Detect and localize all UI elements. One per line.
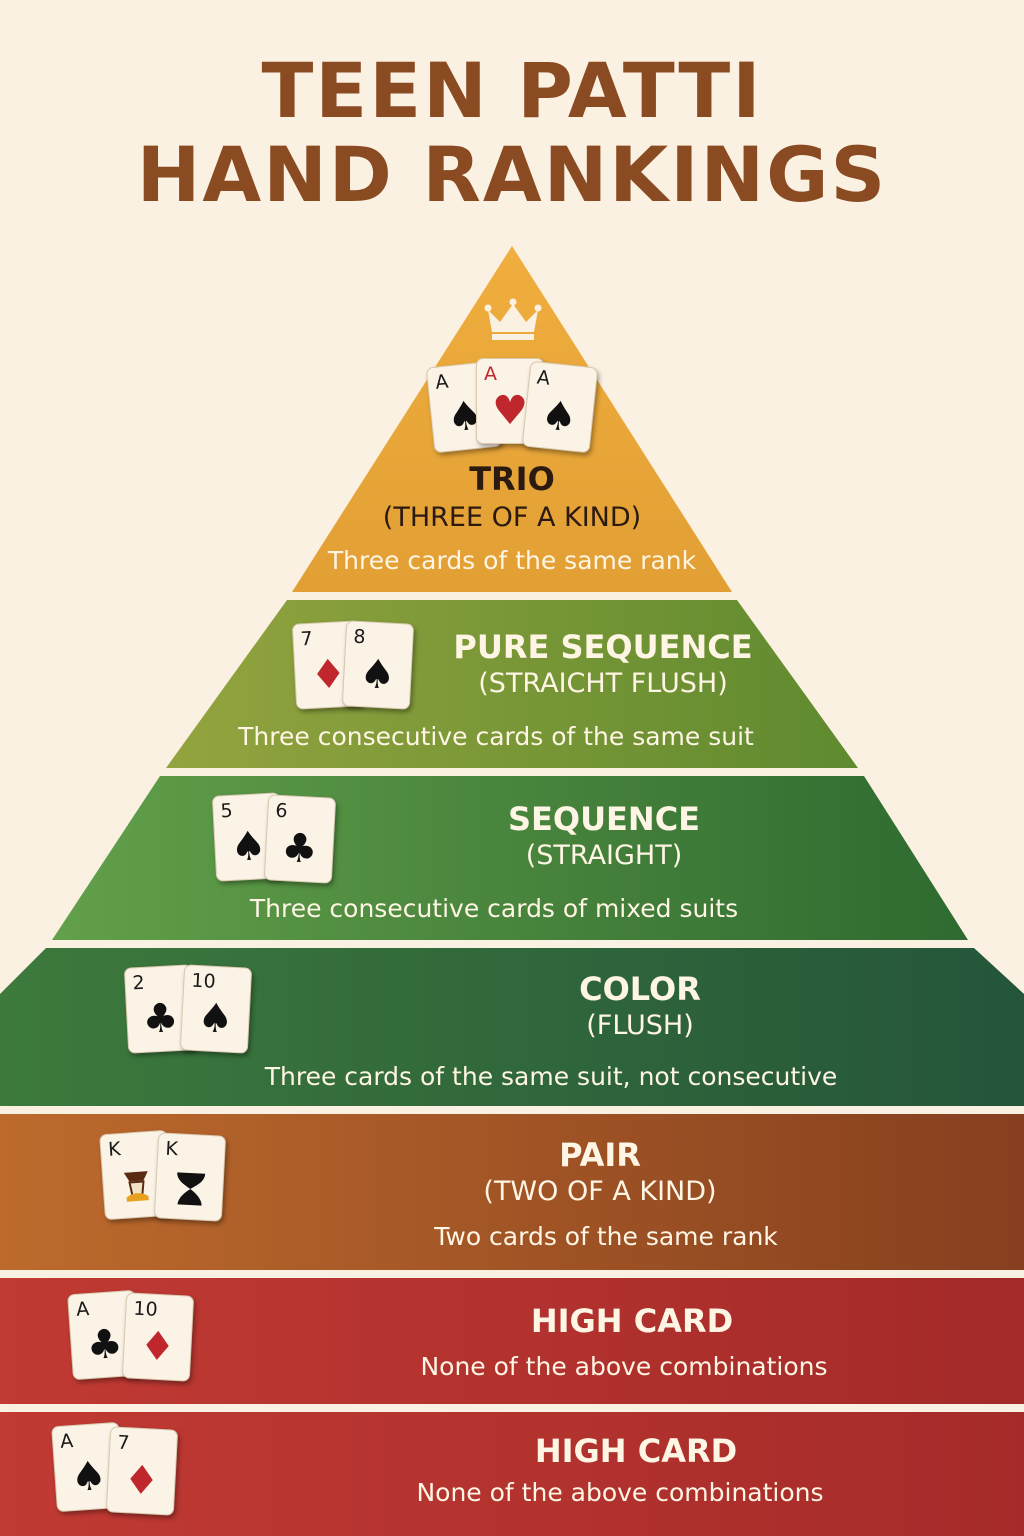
- spade-icon: ♠: [538, 392, 580, 442]
- card-rank: A: [484, 363, 497, 385]
- tier-description: None of the above combinations: [416, 1478, 824, 1507]
- tier-alt-name: (TWO OF A KIND): [483, 1176, 717, 1207]
- card-rank: 6: [274, 799, 289, 823]
- tier-description: None of the above combinations: [420, 1352, 828, 1381]
- tier-description: Three consecutive cards of the same suit: [238, 722, 754, 751]
- card: 10 ♦: [121, 1292, 195, 1382]
- card-rank: 7: [116, 1431, 131, 1455]
- tier-description: Three cards of the same rank: [327, 546, 697, 575]
- tier-alt-name: (THREE OF A KIND): [382, 502, 642, 533]
- tier-name: HIGH CARD: [534, 1432, 738, 1470]
- diamond-icon: ♦: [122, 1457, 161, 1505]
- spade-icon: ♠: [358, 651, 397, 699]
- tier-description: Three cards of the same suit, not consec…: [264, 1062, 838, 1091]
- tier-name: PURE SEQUENCE: [453, 628, 753, 666]
- diamond-icon: ♦: [138, 1323, 177, 1371]
- tier-name: TRIO: [469, 460, 555, 498]
- card-rank: 7: [300, 627, 314, 651]
- tier-name: SEQUENCE: [507, 800, 701, 838]
- card: 6 ♣: [263, 794, 337, 884]
- card-rank: A: [75, 1297, 90, 1321]
- title-line-1: TEEN PATTI: [261, 46, 763, 135]
- club-icon: ♣: [280, 825, 319, 873]
- tier-description: Three consecutive cards of mixed suits: [249, 894, 739, 923]
- tier-band-color: [0, 948, 1024, 1106]
- card-rank: A: [434, 370, 450, 394]
- card-rank: A: [535, 366, 552, 390]
- tier-alt-name: (FLUSH): [586, 1010, 694, 1041]
- spade-hourglass-icon: [177, 1172, 206, 1206]
- card: 7 ♦: [105, 1426, 179, 1516]
- card-rank: 10: [132, 1297, 159, 1321]
- tier-name: COLOR: [579, 970, 701, 1008]
- card-rank: K: [107, 1138, 122, 1161]
- tier-description: Two cards of the same rank: [434, 1222, 778, 1251]
- card-rank: A: [59, 1429, 74, 1453]
- card: 8 ♠: [341, 620, 415, 710]
- king-figure-icon: [123, 1171, 149, 1202]
- card-rank: K: [164, 1137, 179, 1161]
- card: K: [99, 1129, 173, 1221]
- card-rank: 5: [220, 799, 234, 823]
- card: 10 ♠: [179, 964, 253, 1054]
- tier-alt-name: (STRAIGHT): [525, 840, 683, 871]
- title-line-2: HAND RANKINGS: [136, 130, 888, 219]
- heart-icon: ♥: [492, 388, 528, 434]
- card: A ♠: [521, 360, 599, 454]
- tier-name: PAIR: [559, 1136, 641, 1174]
- card-rank: 8: [352, 625, 367, 649]
- card-rank: 10: [190, 969, 217, 993]
- card: K: [153, 1132, 227, 1222]
- tier-alt-name: (STRAICHT FLUSH): [478, 668, 728, 699]
- tier-name: HIGH CARD: [530, 1302, 734, 1340]
- spade-icon: ♠: [196, 995, 235, 1043]
- card-rank: 2: [132, 971, 146, 995]
- crown-icon: [484, 298, 542, 340]
